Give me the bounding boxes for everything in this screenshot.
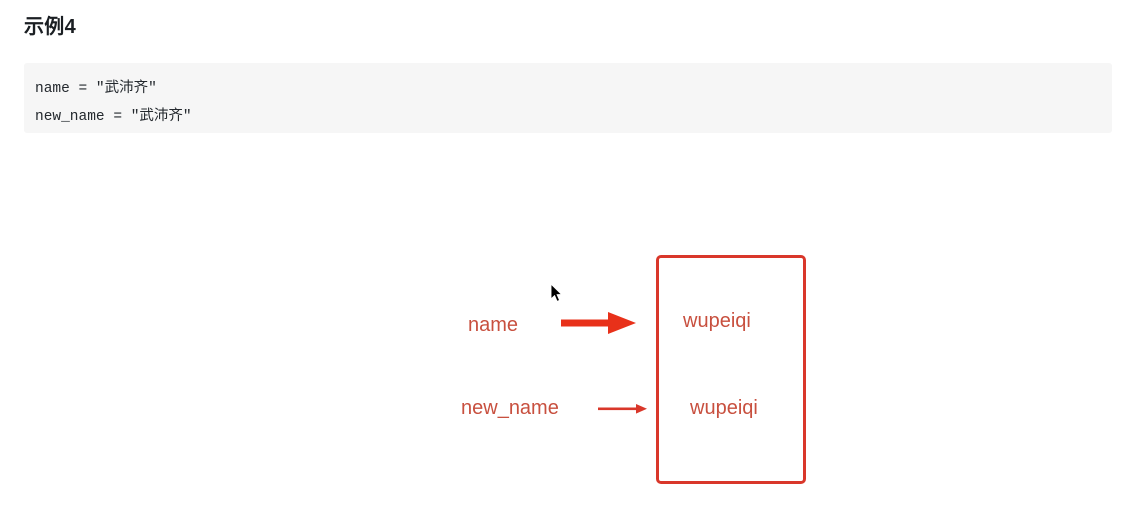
memory-value-bottom: wupeiqi (690, 397, 758, 419)
code-line: name = "武沛齐" (35, 81, 157, 97)
variable-label-name: name (468, 314, 519, 336)
code-block: name = "武沛齐" new_name = "武沛齐" (24, 63, 1112, 133)
page-title: 示例4 (24, 16, 77, 38)
memory-value-top: wupeiqi (683, 310, 751, 332)
mouse-pointer-icon (550, 283, 563, 302)
thin-arrow-right-icon (598, 404, 647, 414)
thick-arrow-right-icon (561, 312, 636, 334)
memory-box (656, 255, 806, 484)
variable-label-new-name: new_name (461, 397, 559, 419)
code-line: new_name = "武沛齐" (35, 109, 192, 125)
